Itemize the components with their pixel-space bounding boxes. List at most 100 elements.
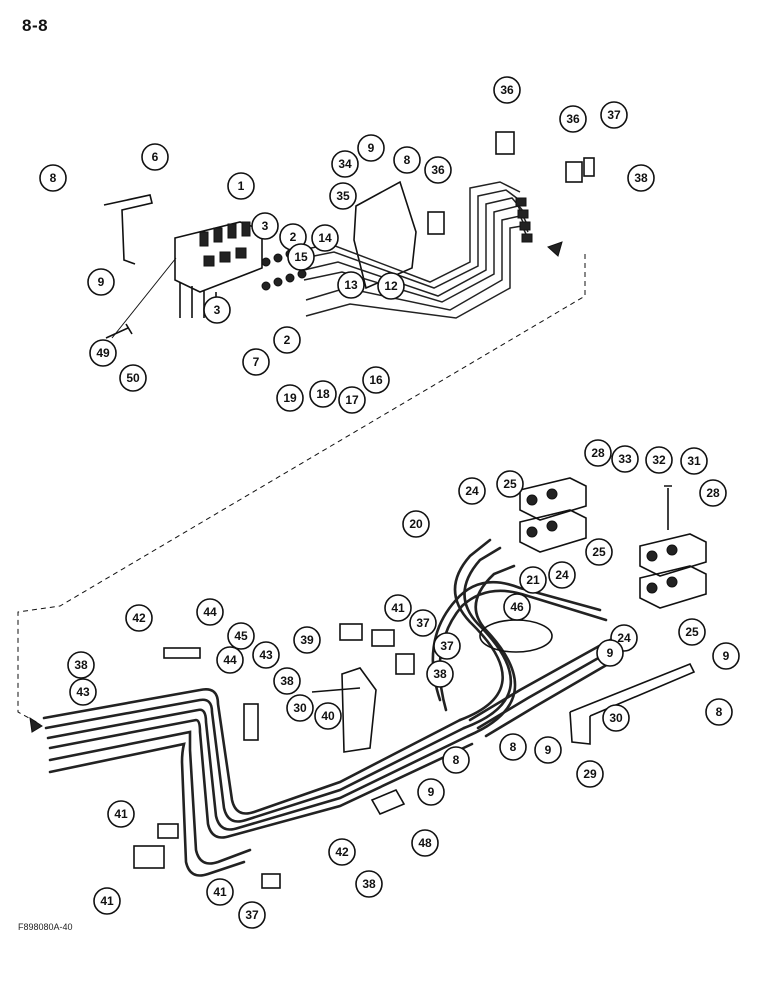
callout-circle [411, 829, 439, 857]
callout-circle [309, 380, 337, 408]
clamp-41-f [261, 873, 281, 889]
callout-circle [627, 164, 655, 192]
callout-circle [503, 593, 531, 621]
callout-circle [93, 887, 121, 915]
callout-label: 8 [404, 153, 411, 167]
callout-label: 30 [293, 701, 307, 715]
callout-9: 9 [712, 642, 740, 670]
callout-circle [584, 439, 612, 467]
clamp-36-upper [495, 131, 515, 155]
callout-label: 8 [510, 740, 517, 754]
callout-circle [69, 678, 97, 706]
callout-label: 42 [132, 611, 146, 625]
callout-label: 25 [685, 625, 699, 639]
callout-label: 15 [294, 250, 308, 264]
callout-21: 21 [519, 566, 547, 594]
callout-35: 35 [329, 182, 357, 210]
clamp-plate-37 [583, 157, 595, 177]
callout-label: 25 [592, 545, 606, 559]
callout-circle [426, 660, 454, 688]
callout-circle [141, 143, 169, 171]
callout-circle [196, 598, 224, 626]
callout-circle [645, 446, 673, 474]
callout-label: 8 [50, 171, 57, 185]
mounting-plate [353, 180, 417, 290]
callout-38: 38 [273, 667, 301, 695]
callout-label: 24 [555, 568, 569, 582]
clamp-41-c [395, 653, 415, 675]
callout-label: 32 [652, 453, 666, 467]
callout-37: 37 [409, 609, 437, 637]
callout-circle [680, 447, 708, 475]
callout-24: 24 [458, 477, 486, 505]
callout-label: 13 [344, 278, 358, 292]
callout-circle [362, 366, 390, 394]
callout-circle [242, 348, 270, 376]
callout-circle [87, 268, 115, 296]
callout-circle [377, 272, 405, 300]
callout-46: 46 [503, 593, 531, 621]
callout-circle [216, 646, 244, 674]
callout-label: 37 [416, 616, 430, 630]
callout-label: 37 [607, 108, 621, 122]
callout-2: 2 [273, 326, 301, 354]
callout-label: 33 [618, 452, 632, 466]
callout-circle [206, 878, 234, 906]
callout-circle [596, 639, 624, 667]
callout-circle [458, 477, 486, 505]
bolt-40 [311, 687, 361, 693]
callout-circle [331, 150, 359, 178]
callout-41: 41 [206, 878, 234, 906]
callout-label: 38 [433, 667, 447, 681]
callout-label: 19 [283, 391, 297, 405]
callout-label: 42 [335, 845, 349, 859]
callout-43: 43 [252, 641, 280, 669]
callout-41: 41 [384, 594, 412, 622]
callout-39: 39 [293, 626, 321, 654]
callout-circle [119, 364, 147, 392]
callout-label: 21 [526, 573, 540, 587]
callout-label: 41 [213, 885, 227, 899]
callout-circle [705, 698, 733, 726]
callout-label: 40 [321, 709, 335, 723]
callout-38: 38 [355, 870, 383, 898]
callout-label: 9 [428, 785, 435, 799]
callout-9: 9 [596, 639, 624, 667]
mounting-bracket-39 [341, 667, 377, 753]
callout-24: 24 [548, 561, 576, 589]
callout-20: 20 [402, 510, 430, 538]
callout-circle [409, 609, 437, 637]
callout-25: 25 [496, 470, 524, 498]
callout-label: 6 [152, 150, 159, 164]
callout-label: 14 [318, 231, 332, 245]
callout-label: 36 [500, 83, 514, 97]
callout-circle [67, 651, 95, 679]
callout-31: 31 [680, 447, 708, 475]
callout-41: 41 [107, 800, 135, 828]
callout-circle [602, 704, 630, 732]
callout-19: 19 [276, 384, 304, 412]
callout-50: 50 [119, 364, 147, 392]
callout-label: 3 [214, 303, 221, 317]
callout-41: 41 [93, 887, 121, 915]
callout-36: 36 [424, 156, 452, 184]
callout-14: 14 [311, 224, 339, 252]
callout-label: 2 [290, 230, 297, 244]
callout-circle [433, 632, 461, 660]
callout-37: 37 [600, 101, 628, 129]
callout-circle [273, 326, 301, 354]
callout-9: 9 [357, 134, 385, 162]
callout-30: 30 [602, 704, 630, 732]
callout-7: 7 [242, 348, 270, 376]
hose-bundle [42, 688, 474, 877]
callout-label: 8 [453, 753, 460, 767]
callout-circle [600, 101, 628, 129]
callout-17: 17 [338, 386, 366, 414]
figure-code: F898080A-40 [18, 922, 73, 932]
callout-40: 40 [314, 702, 342, 730]
callout-circle [329, 182, 357, 210]
callout-circle [384, 594, 412, 622]
sleeve-48 [370, 788, 406, 816]
